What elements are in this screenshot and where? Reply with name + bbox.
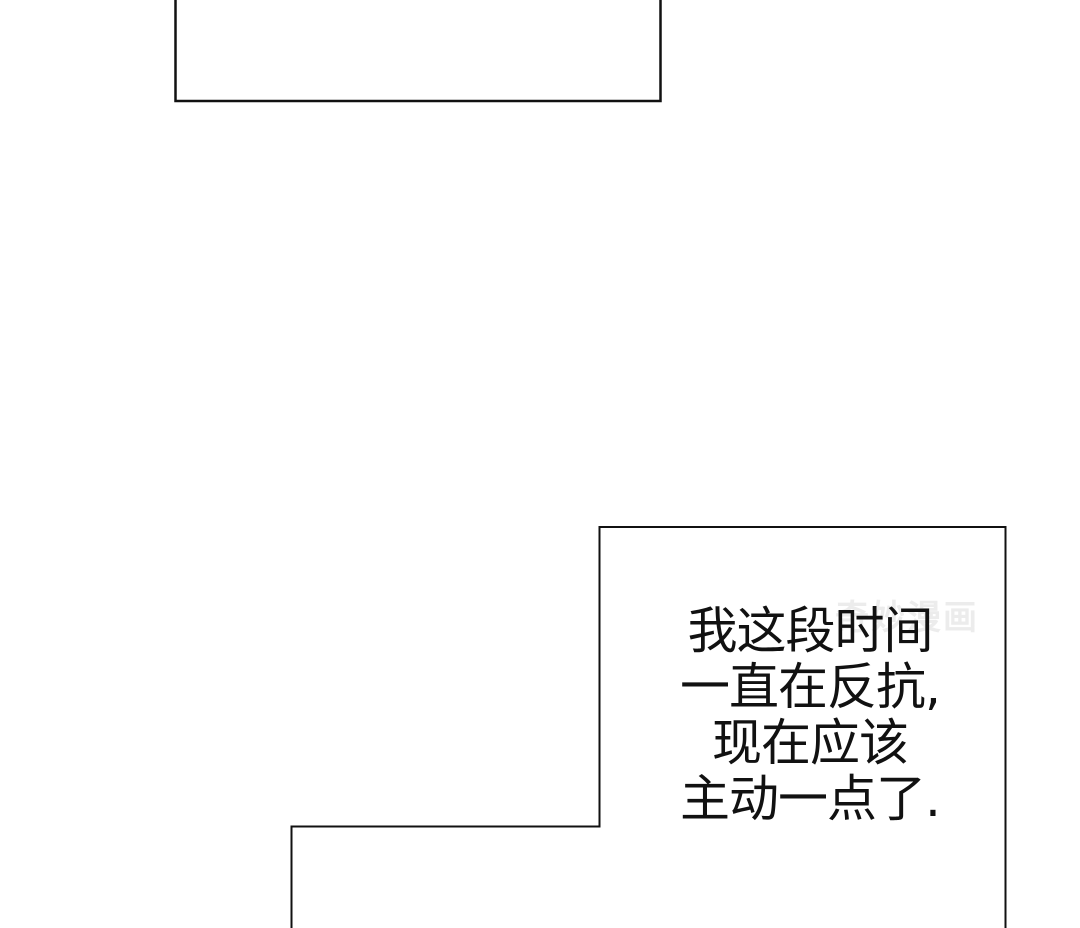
bottom-panel — [290, 526, 1007, 928]
dialogue-line: 现在应该 — [712, 714, 909, 772]
top-panel — [174, 0, 662, 103]
dialogue-line: 主动一点了. — [680, 770, 941, 828]
panel-dialogue: 我这段时间 一直在反抗, 现在应该 主动一点了. — [640, 603, 980, 827]
dialogue-line: 我这段时间 — [687, 602, 934, 660]
dialogue-line: 一直在反抗, — [680, 658, 941, 716]
watermark-logo: 奇妙漫画 — [835, 598, 979, 638]
